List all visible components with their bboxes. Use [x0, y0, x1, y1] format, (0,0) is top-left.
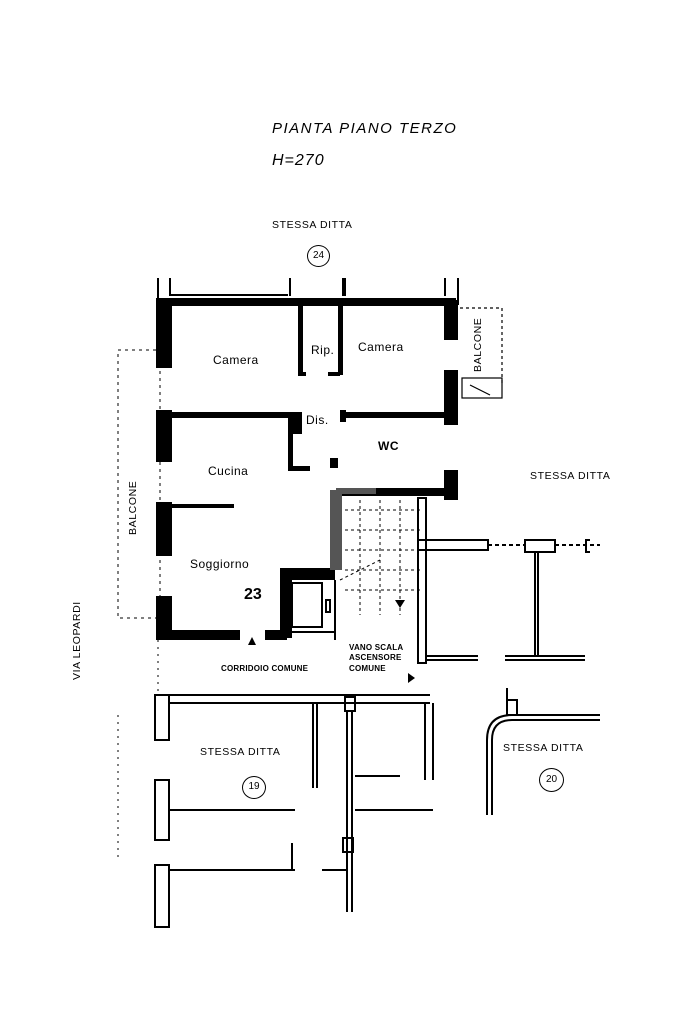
east-balcony-label: BALCONE — [472, 317, 484, 372]
north-neighbor-label: STESSA DITTA — [272, 219, 353, 231]
stair-label-2: ASCENSORE — [349, 653, 402, 662]
east-balcony — [460, 307, 503, 399]
room-wc: WC — [378, 439, 399, 453]
unit-19-badge: 19 — [242, 776, 266, 799]
plan-title: PIANTA PIANO TERZO — [272, 120, 458, 137]
entrance-arrow-right — [408, 673, 415, 683]
unit-24-badge: 24 — [307, 245, 330, 267]
stair-east-structure — [417, 497, 600, 664]
unit-24-outline — [157, 278, 459, 305]
stair-shaft — [330, 488, 376, 570]
unit-20-badge: 20 — [539, 768, 564, 792]
unit-23-walls — [156, 298, 458, 640]
unit-19-walls — [154, 694, 434, 928]
entrance-arrow-up — [248, 637, 256, 645]
west-balcony — [117, 349, 161, 640]
ceiling-height: H=270 — [272, 152, 325, 169]
elevator — [291, 580, 336, 640]
room-disimpegno: Dis. — [306, 413, 329, 427]
southeast-neighbor-label: STESSA DITTA — [503, 742, 584, 754]
east-neighbor-label: STESSA DITTA — [530, 470, 611, 482]
room-cucina: Cucina — [208, 464, 249, 478]
stair-down-arrow — [395, 600, 405, 608]
corridor-label: CORRIDOIO COMUNE — [221, 664, 309, 673]
unit-23-number: 23 — [244, 586, 262, 603]
stair-label-3: COMUNE — [349, 664, 386, 673]
west-balcony-label: BALCONE — [127, 480, 139, 535]
south-neighbor-label: STESSA DITTA — [200, 746, 281, 758]
unit-20-walls — [486, 688, 600, 815]
street-label: VIA LEOPARDI — [71, 601, 83, 680]
west-facade-dashes — [117, 640, 159, 860]
stair-steps — [339, 500, 420, 615]
room-soggiorno: Soggiorno — [190, 557, 250, 571]
stair-label-1: VANO SCALA — [349, 643, 404, 652]
room-camera-2: Camera — [358, 340, 404, 354]
room-camera-1: Camera — [213, 353, 259, 367]
room-ripostiglio: Rip. — [311, 343, 335, 357]
